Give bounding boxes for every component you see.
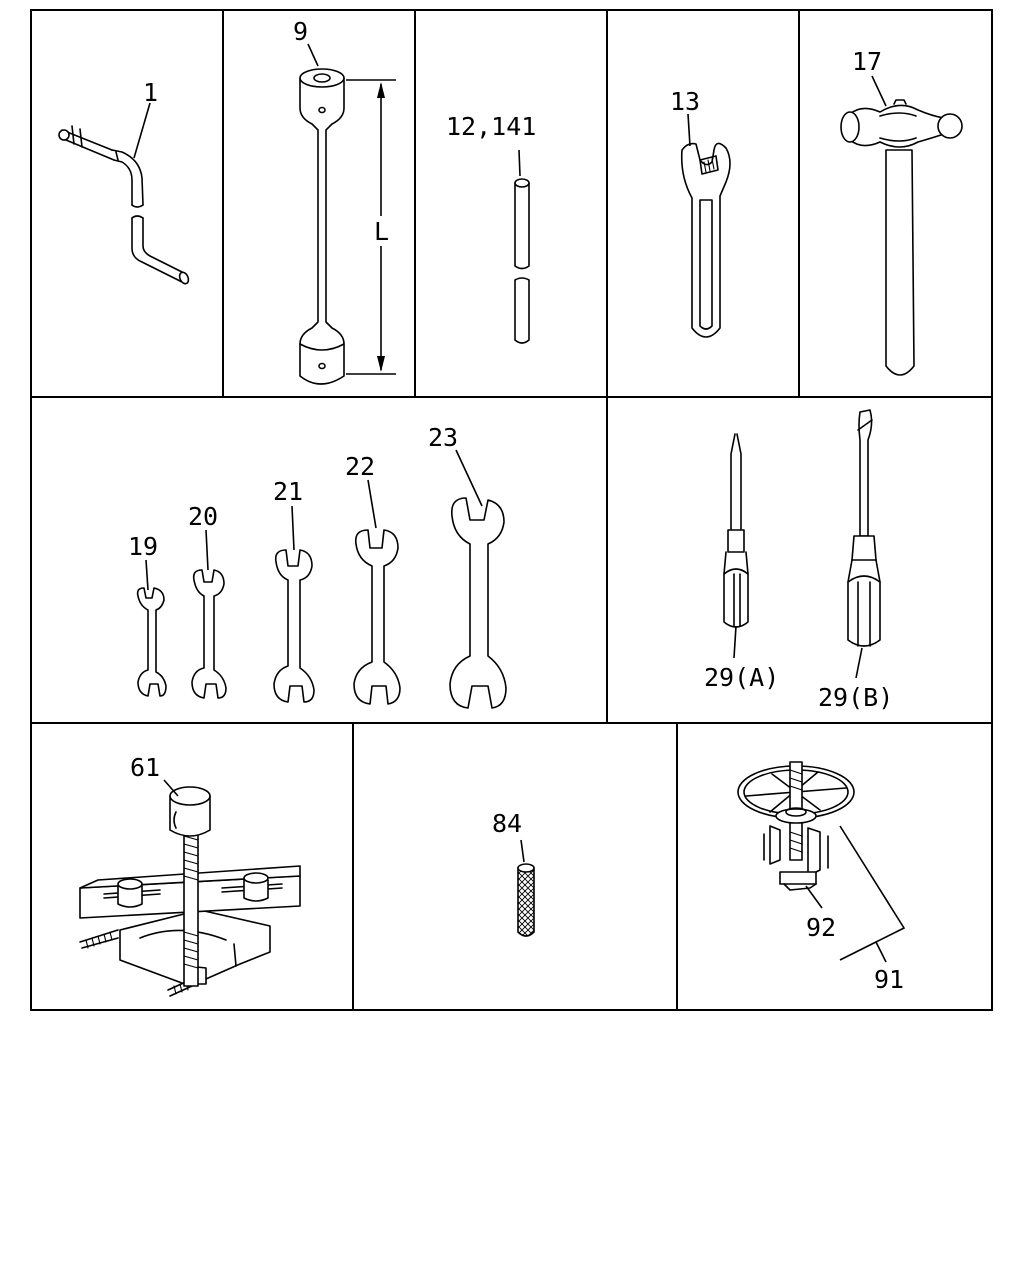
label-part-20: 20 [188,502,218,531]
label-part-13: 13 [670,87,700,116]
part-12-141-bar: 12,141 [446,112,536,344]
label-part-61: 61 [130,753,160,782]
part-61-puller: 61 [79,753,301,997]
label-dimension-l: L [374,217,389,246]
label-part-1: 1 [143,78,158,107]
part-84-knurled-pin: 84 [492,809,535,937]
label-part-23: 23 [428,423,458,452]
part-1-crank-handle: 1 [58,78,190,285]
part-17-ball-peen-hammer: 17 [840,47,963,376]
label-part-19: 19 [128,532,158,561]
part-13-adjustable-wrench: 13 [670,87,731,338]
part-29b-screwdriver: 29(B) [818,409,893,712]
part-22-open-end-wrench: 22 [345,452,401,705]
part-9-box-wrench: 9 L [293,17,396,385]
label-part-22: 22 [345,452,375,481]
part-91-spring-compressor: 92 91 [737,761,906,994]
part-21-open-end-wrench: 21 [273,477,315,703]
label-part-92: 92 [806,913,836,942]
label-part-29a: 29(A) [704,663,779,692]
part-29a-screwdriver: 29(A) [704,433,779,692]
label-part-17: 17 [852,47,882,76]
label-part-91: 91 [874,965,904,994]
part-20-open-end-wrench: 20 [188,502,227,699]
part-19-open-end-wrench: 19 [128,532,167,697]
panel-grid [30,9,993,1011]
label-part-12-141: 12,141 [446,112,536,141]
label-part-21: 21 [273,477,303,506]
part-23-open-end-wrench: 23 [428,423,507,709]
label-part-84: 84 [492,809,522,838]
label-part-29b: 29(B) [818,683,893,712]
label-part-9: 9 [293,17,308,46]
